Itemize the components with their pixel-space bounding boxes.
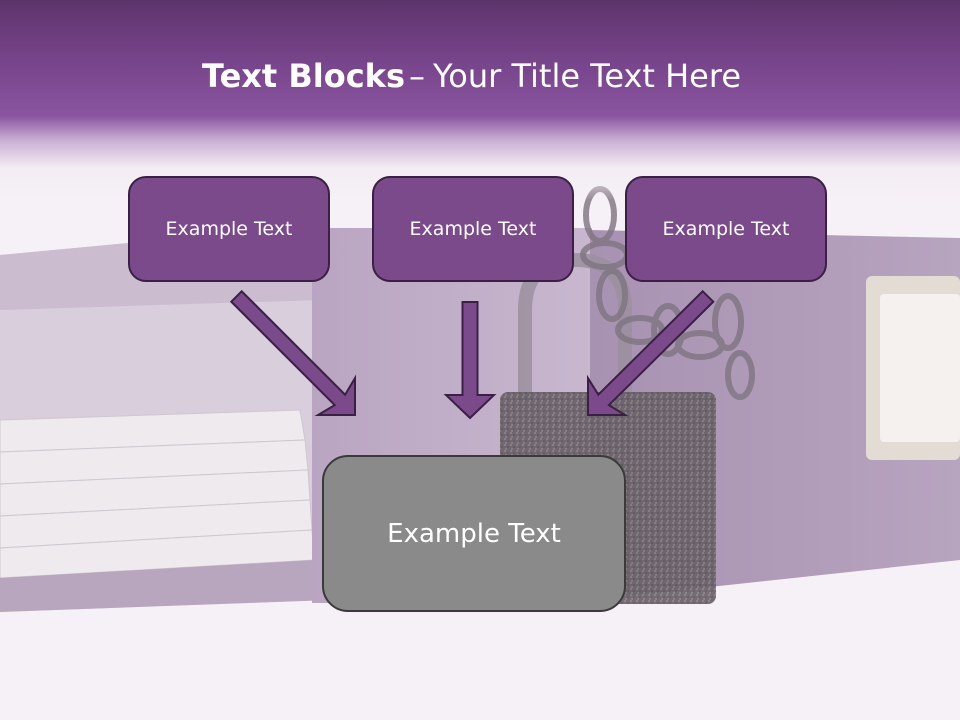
text-block-bottom[interactable]: Example Text bbox=[322, 455, 626, 612]
title-bold-part: Text Blocks bbox=[201, 57, 405, 95]
text-block-left-label: Example Text bbox=[165, 218, 293, 240]
title-dash: – bbox=[408, 57, 425, 95]
text-block-right[interactable]: Example Text bbox=[625, 176, 827, 282]
text-block-right-label: Example Text bbox=[662, 218, 790, 240]
text-block-left[interactable]: Example Text bbox=[128, 176, 330, 282]
slide-title: Text Blocks–Your Title Text Here bbox=[0, 50, 943, 102]
text-block-center[interactable]: Example Text bbox=[372, 176, 574, 282]
text-block-bottom-label: Example Text bbox=[387, 518, 561, 549]
text-block-center-label: Example Text bbox=[409, 218, 537, 240]
header-band bbox=[0, 0, 960, 200]
title-rest-part: Your Title Text Here bbox=[432, 57, 741, 95]
